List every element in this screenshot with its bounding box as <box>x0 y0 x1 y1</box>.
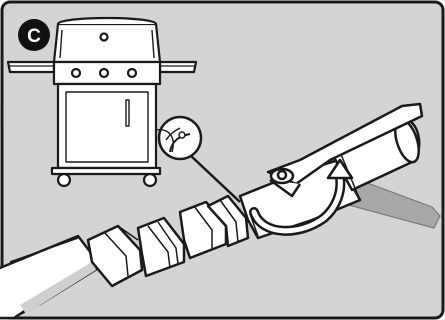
hose-connection-callout <box>159 117 201 159</box>
step-label: C <box>27 26 41 47</box>
step-badge: C <box>18 19 50 51</box>
